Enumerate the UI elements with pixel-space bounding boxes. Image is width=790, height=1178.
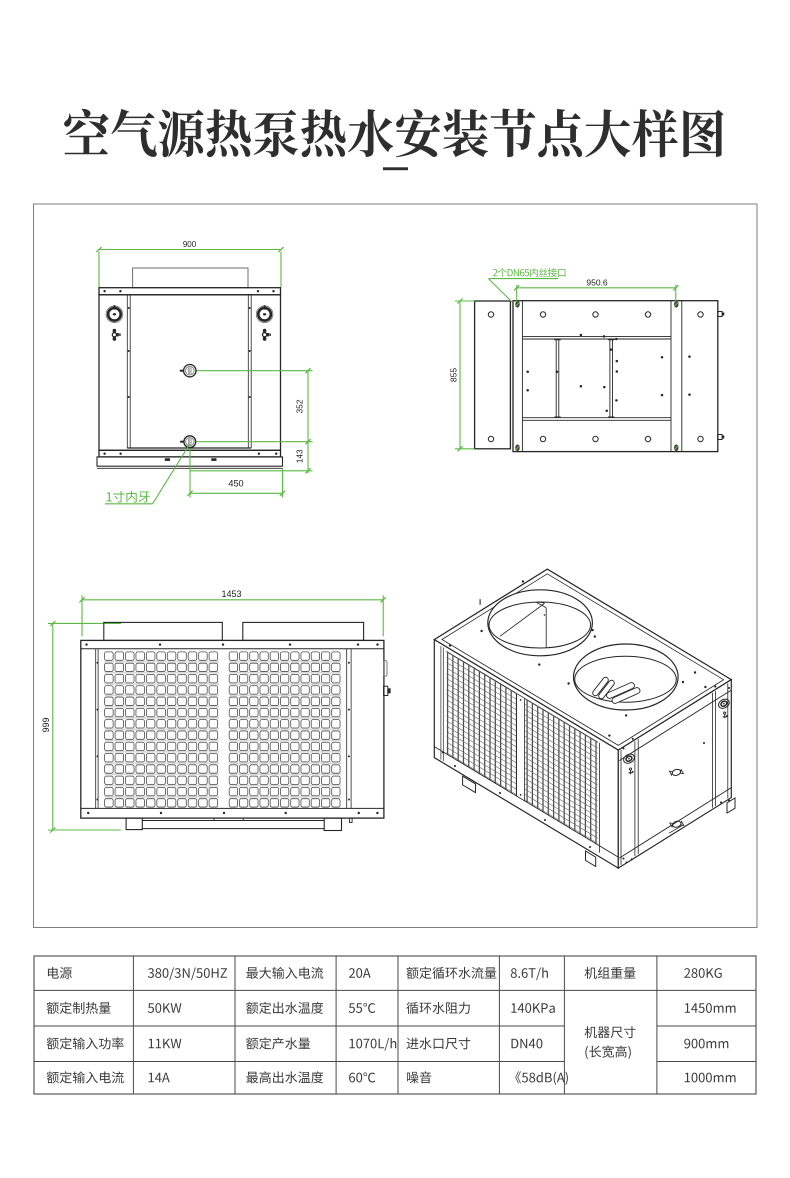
svg-text:352: 352 [295,399,305,413]
svg-text:950.6: 950.6 [586,278,608,288]
svg-text:855: 855 [448,368,458,382]
svg-text:450: 450 [228,479,243,489]
svg-text:143: 143 [295,449,305,463]
svg-text:1453: 1453 [221,589,241,599]
svg-text:900: 900 [183,240,197,249]
svg-text:999: 999 [41,717,51,732]
